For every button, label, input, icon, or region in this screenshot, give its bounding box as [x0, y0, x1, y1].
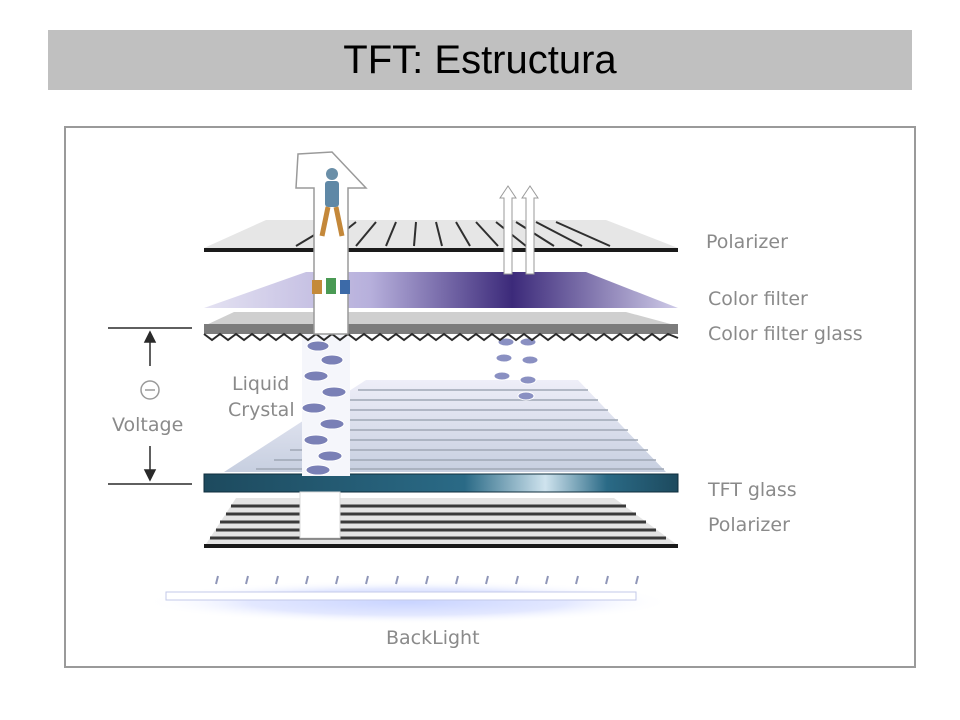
voltage-bracket	[108, 327, 192, 485]
label-voltage: Voltage	[112, 414, 183, 436]
backlight-lamp	[165, 591, 637, 601]
color-filter-glass-layer	[203, 312, 679, 342]
label-crystal: Crystal	[228, 399, 295, 421]
label-polarizer-bottom: Polarizer	[708, 514, 790, 536]
title-bar: TFT: Estructura	[48, 30, 912, 90]
liquid-crystal-layer	[224, 380, 666, 472]
label-color-filter-glass: Color filter glass	[708, 323, 863, 345]
label-polarizer-top: Polarizer	[706, 231, 788, 253]
label-tft-glass: TFT glass	[707, 479, 797, 501]
tft-glass-layer	[203, 473, 679, 493]
light-arrow-icon	[295, 151, 368, 335]
viewer-figure-icon	[312, 168, 350, 294]
crystal-helix-right	[493, 337, 539, 401]
light-arrow-small-icon	[499, 185, 539, 275]
voltage-source-icon	[140, 380, 160, 400]
diagram-frame: Polarizer Color filter Color filter glas…	[64, 126, 916, 668]
color-filter-layer	[204, 272, 678, 308]
page-title: TFT: Estructura	[343, 37, 617, 82]
backlight-glow	[143, 580, 673, 624]
polarizer-top-layer	[204, 220, 678, 252]
polarizer-bottom-layer	[204, 498, 678, 548]
light-beam-lower	[299, 491, 341, 539]
label-liquid: Liquid	[232, 373, 289, 395]
tft-structure-diagram: Polarizer Color filter Color filter glas…	[108, 151, 863, 649]
backlight-ticks	[215, 575, 639, 585]
label-backlight: BackLight	[386, 627, 480, 649]
label-color-filter: Color filter	[708, 288, 808, 310]
crystal-helix-left	[301, 334, 350, 476]
